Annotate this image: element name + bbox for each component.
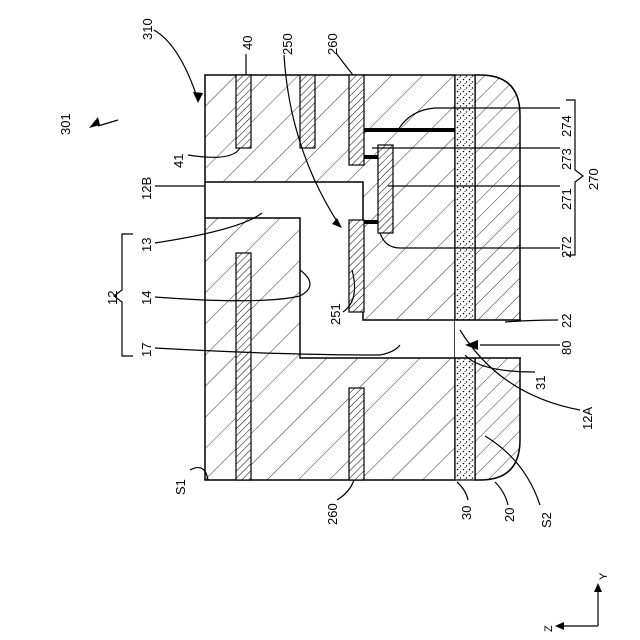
label-12: 12 — [105, 291, 120, 305]
z-arrow-icon — [555, 622, 564, 630]
label-14: 14 — [139, 291, 154, 305]
label-S1: S1 — [173, 479, 188, 495]
label-270: 270 — [586, 168, 601, 190]
label-41: 41 — [171, 154, 186, 168]
electrode-260-bottom — [349, 388, 364, 480]
label-260-top: 260 — [325, 33, 340, 55]
label-30: 30 — [459, 506, 474, 520]
label-80: 80 — [559, 341, 574, 355]
hole-80 — [455, 320, 521, 358]
electrode-260-top — [349, 75, 364, 165]
label-251: 251 — [328, 303, 343, 325]
label-272: 272 — [559, 236, 574, 258]
label-310: 310 — [140, 18, 155, 40]
electrode-271 — [378, 145, 393, 233]
electrode-251 — [349, 220, 364, 312]
axis-z-label: Z — [543, 625, 555, 632]
label-260-bottom: 260 — [325, 503, 340, 525]
axis-y-label: Y — [598, 572, 610, 580]
label-S2: S2 — [539, 512, 554, 528]
label-22: 22 — [559, 314, 574, 328]
electrode-17 — [236, 253, 251, 480]
y-arrow-icon — [594, 583, 602, 592]
axes-indicator — [560, 588, 598, 626]
label-250: 250 — [280, 33, 295, 55]
label-13: 13 — [139, 238, 154, 252]
electrode-250-top — [300, 75, 315, 148]
label-301: 301 — [58, 113, 73, 135]
label-274: 274 — [559, 115, 574, 137]
label-273: 273 — [559, 148, 574, 170]
adhesive-layer-30-upper — [455, 75, 475, 320]
label-31: 31 — [533, 376, 548, 390]
label-12A: 12A — [580, 407, 595, 430]
label-12B: 12B — [139, 177, 154, 200]
label-20: 20 — [502, 508, 517, 522]
electrode-40 — [236, 75, 251, 148]
label-271: 271 — [559, 188, 574, 210]
substrate-20 — [475, 75, 520, 480]
label-40: 40 — [240, 36, 255, 50]
adhesive-layer-30-lower — [455, 358, 475, 480]
label-17: 17 — [139, 343, 154, 357]
